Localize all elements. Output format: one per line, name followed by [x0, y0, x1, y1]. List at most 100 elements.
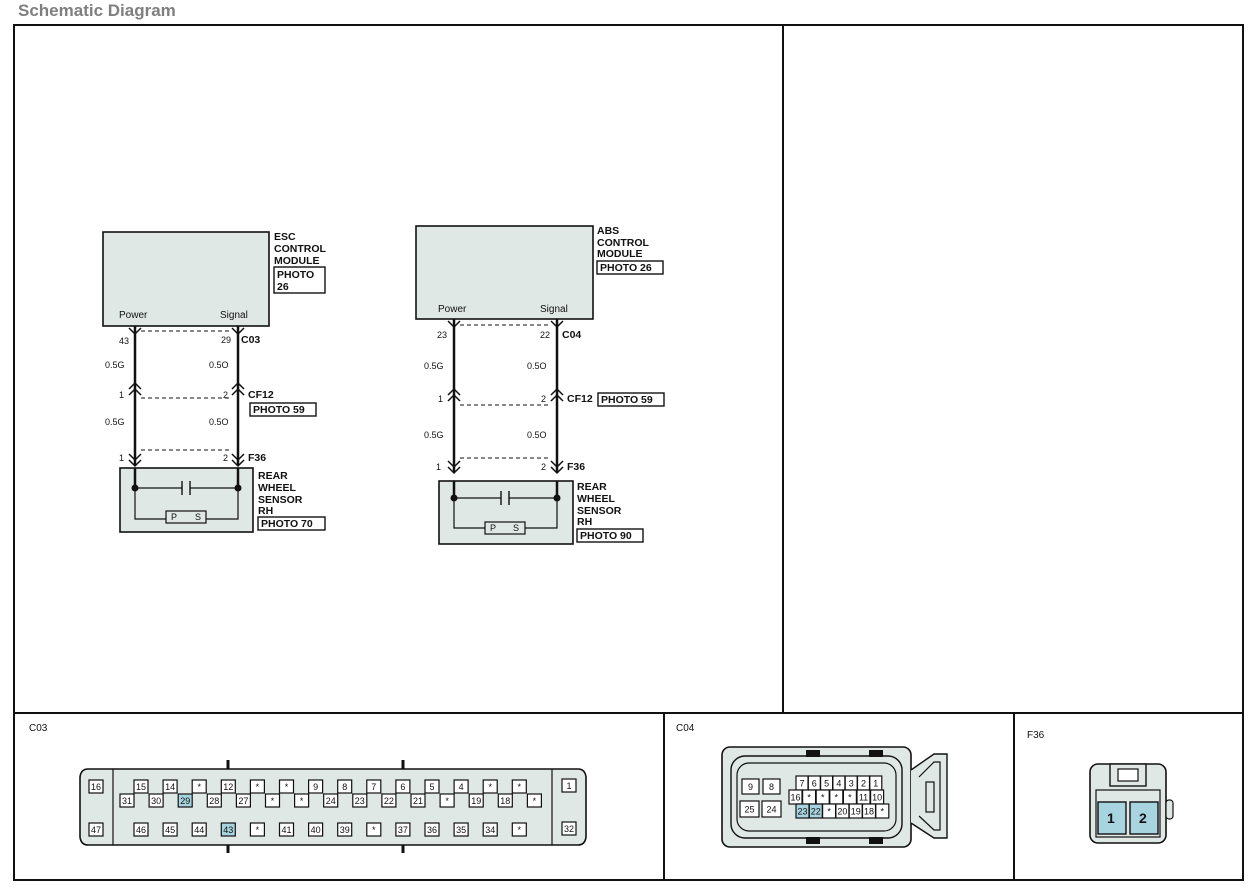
c03-pin-cell: [278, 779, 295, 794]
c03-pin: 35: [456, 825, 466, 835]
c04-pin: 1: [873, 779, 878, 789]
c03-pin-cell: [526, 793, 543, 808]
c04-pin: 6: [812, 779, 817, 789]
esc-sensor-photo: PHOTO 70: [261, 518, 313, 530]
c04-pin: 18: [864, 807, 874, 817]
c04-pin: 24: [766, 805, 776, 815]
abs-connector-f36: F36: [567, 461, 585, 473]
c03-pin-cell: [497, 793, 513, 808]
c04-pin-cell: [739, 800, 760, 818]
abs-sensor-photo: PHOTO 90: [580, 530, 632, 542]
c03-pin: 28: [209, 796, 219, 806]
c03-pin: *: [256, 825, 260, 835]
c03-pin: 41: [281, 825, 291, 835]
f36-connector: F36 1 2: [1027, 730, 1174, 844]
c04-label: C04: [676, 723, 695, 734]
c03-pin: 21: [413, 796, 423, 806]
abs-sensor-name-line4: RH: [577, 516, 592, 528]
abs-wire-signal-2: 0.5O: [527, 430, 547, 440]
c03-pin: *: [488, 782, 492, 792]
c03-pin: 32: [564, 824, 574, 834]
esc-connector-f36: F36: [248, 452, 266, 464]
c03-pin: *: [300, 796, 304, 806]
c03-pin-cell: [395, 779, 411, 794]
abs-module-name-line1: ABS: [597, 225, 619, 237]
c03-pin-cell: [191, 822, 207, 837]
c04-pin: *: [835, 793, 839, 803]
esc-sensor-name-line2: WHEEL: [258, 482, 297, 494]
esc-control-module: [102, 231, 270, 327]
c03-pin-cell: [366, 779, 382, 794]
abs-module-photo: PHOTO 26: [600, 262, 652, 274]
c03-pin-cell: [249, 779, 265, 794]
c04-pin: 9: [748, 782, 753, 792]
c04-pin: 11: [859, 793, 868, 803]
esc-wire-power-2: 0.5G: [105, 417, 125, 427]
c04-pin: 3: [849, 779, 854, 789]
c03-pin: *: [271, 796, 275, 806]
c03-pin-cell: [337, 779, 353, 794]
c03-pin-cell: [468, 793, 484, 808]
esc-cf12-pin-1: 1: [119, 390, 124, 400]
esc-sensor-s: S: [195, 512, 201, 522]
c03-pin-cell: [308, 779, 324, 794]
c03-pin-cell: [278, 822, 295, 837]
c03-pin: 1: [566, 781, 571, 791]
c03-pin-cell: [191, 779, 207, 794]
c03-pin: 16: [91, 782, 101, 792]
f36-pin-1-cell: [1097, 801, 1127, 835]
c03-pin: *: [256, 782, 260, 792]
c04-pin: 7: [799, 779, 804, 789]
c03-pin-cell: [206, 793, 222, 808]
abs-connector-c04: C04: [562, 329, 581, 341]
abs-sensor-name-line2: WHEEL: [577, 493, 616, 505]
c03-pin: 37: [398, 825, 408, 835]
c03-pin: 24: [326, 796, 336, 806]
c03-pin: 43: [223, 825, 233, 835]
c03-pin: 9: [313, 782, 318, 792]
abs-power-label: Power: [438, 304, 467, 315]
f36-label: F36: [1027, 730, 1045, 741]
abs-sensor-p: P: [490, 523, 496, 533]
c04-pin-cell: [875, 803, 890, 819]
c03-pin: 27: [238, 796, 248, 806]
c03-pin-cell: [220, 779, 236, 794]
c03-pin: 4: [459, 782, 464, 792]
c03-pin-cell: [453, 779, 469, 794]
c03-pin-cell: [482, 822, 498, 837]
c03-pin-cell: [235, 793, 251, 808]
c03-pin-cell: [294, 793, 310, 808]
c03-pin: 14: [165, 782, 175, 792]
c03-pin-cell: [424, 779, 440, 794]
c03-pin: 6: [400, 782, 405, 792]
c03-pin: *: [372, 825, 376, 835]
c03-pin-cell: [439, 793, 455, 808]
esc-module-name-line3: MODULE: [274, 255, 320, 267]
c03-pin-cell: [410, 793, 426, 808]
c03-pin: *: [533, 796, 537, 806]
c03-pin: 44: [194, 825, 204, 835]
c04-pin: 5: [824, 779, 829, 789]
c03-pin-cell: [148, 793, 164, 808]
abs-wire-power-2: 0.5G: [424, 430, 444, 440]
c03-pin-cell: [511, 779, 527, 794]
abs-signal-label: Signal: [540, 304, 568, 315]
c03-pin: 29: [180, 796, 190, 806]
esc-circuit: ESC CONTROL MODULE PHOTO 26 Power Signal…: [102, 231, 326, 533]
c03-pin: *: [285, 782, 289, 792]
c04-pin: 10: [872, 793, 882, 803]
abs-f36-pin-1: 1: [436, 462, 441, 472]
c03-pin: *: [518, 782, 522, 792]
esc-module-photo-number: 26: [277, 281, 289, 293]
c03-pin: 46: [136, 825, 146, 835]
f36-pin-2: 2: [1139, 810, 1147, 826]
c03-pin: 8: [342, 782, 347, 792]
abs-module-name-line3: MODULE: [597, 248, 643, 260]
abs-module-name-line2: CONTROL: [597, 237, 649, 249]
abs-cf12-pin-1: 1: [438, 394, 443, 404]
c03-pin: 31: [122, 796, 132, 806]
esc-f36-pin-2: 2: [223, 453, 228, 463]
abs-control-module: [415, 225, 594, 320]
